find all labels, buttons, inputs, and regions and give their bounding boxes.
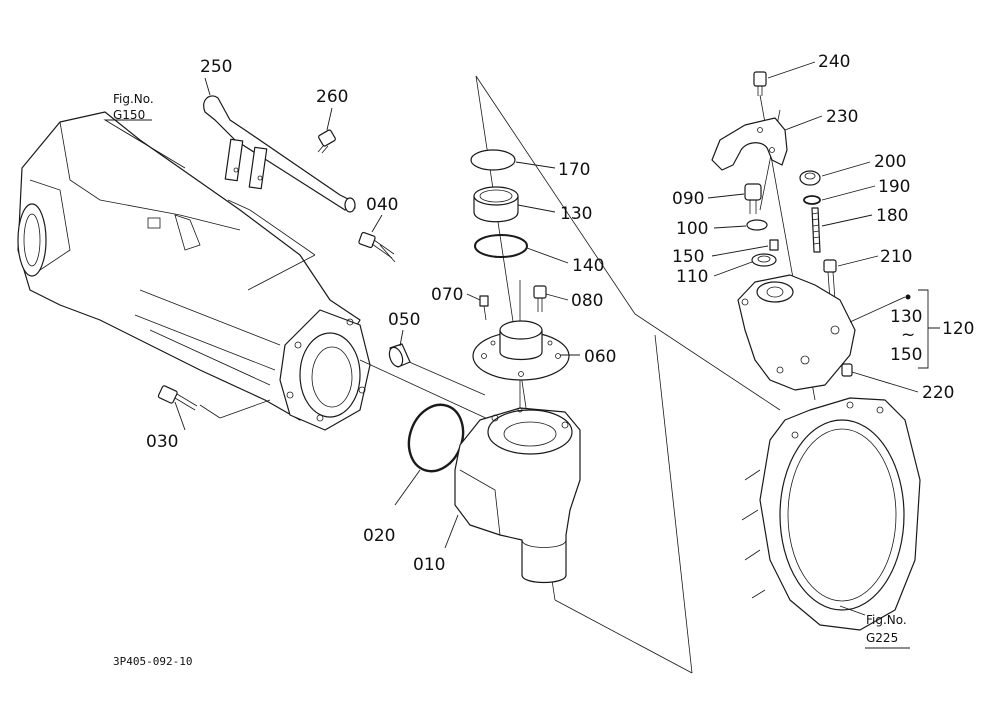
part-label-130-range-start: 130 [890,307,922,327]
part-label-190: 190 [878,177,910,197]
leader-lines [103,61,940,649]
part-label-050: 050 [388,310,420,330]
bushing-050 [388,343,411,368]
marker-dot [905,294,911,300]
part-label-210: 210 [880,247,912,267]
part-label-240: 240 [818,52,850,72]
knuckle-010 [454,407,581,584]
part-label-130: 130 [560,204,592,224]
part-label-260: 260 [316,87,348,107]
figure-ref-title: Fig.No. [113,92,154,106]
housing-120 [737,274,856,391]
bushing-130 [473,186,519,223]
figure-ref-number: G225 [866,631,898,645]
figure-ref-g225: Fig.No. G225 [866,613,907,645]
pipe-250 [203,95,356,213]
ring-140 [474,234,528,258]
part-label-080: 080 [571,291,603,311]
figure-ref-title: Fig.No. [866,613,907,627]
cover-230 [711,117,788,171]
part-label-070: 070 [431,285,463,305]
stud-180 [811,207,821,253]
part-label-030: 030 [146,432,178,452]
part-label-110: 110 [676,267,708,287]
axle-housing [17,111,371,431]
washer-190 [803,195,821,205]
cap-170 [470,149,516,171]
part-label-150-range-end: 150 [890,345,922,365]
flange-060 [472,320,570,381]
part-label-020: 020 [363,526,395,546]
part-label-010: 010 [413,555,445,575]
bearing-110 [751,253,777,267]
part-label-140: 140 [572,256,604,276]
part-label-180: 180 [876,206,908,226]
part-label-120: 120 [942,319,974,339]
range-tilde: ~ [901,325,915,345]
nipple-150 [769,239,779,251]
bolt-260 [317,129,336,154]
part-label-090: 090 [672,189,704,209]
bolt-210 [823,259,837,301]
bolt-090 [744,183,762,214]
part-label-220: 220 [922,383,954,403]
bolt-080 [533,285,547,312]
part-label-060: 060 [584,347,616,367]
nut-200 [799,170,821,186]
part-label-200: 200 [874,152,906,172]
bolt-030 [157,385,198,411]
part-label-230: 230 [826,107,858,127]
drawing-code: 3P405-092-10 [113,655,192,668]
part-label-040: 040 [366,195,398,215]
washer-100 [746,219,768,231]
bolt-040 [358,231,395,259]
part-label-100: 100 [676,219,708,239]
final-case-g225 [741,397,921,631]
part-label-170: 170 [558,160,590,180]
part-label-250: 250 [200,57,232,77]
bolt-070 [479,295,489,321]
figure-ref-number: G150 [113,108,145,122]
figure-ref-g150: Fig.No. G150 [113,92,154,122]
part-label-150: 150 [672,247,704,267]
pin-220 [841,363,853,377]
bolt-240 [753,71,767,96]
